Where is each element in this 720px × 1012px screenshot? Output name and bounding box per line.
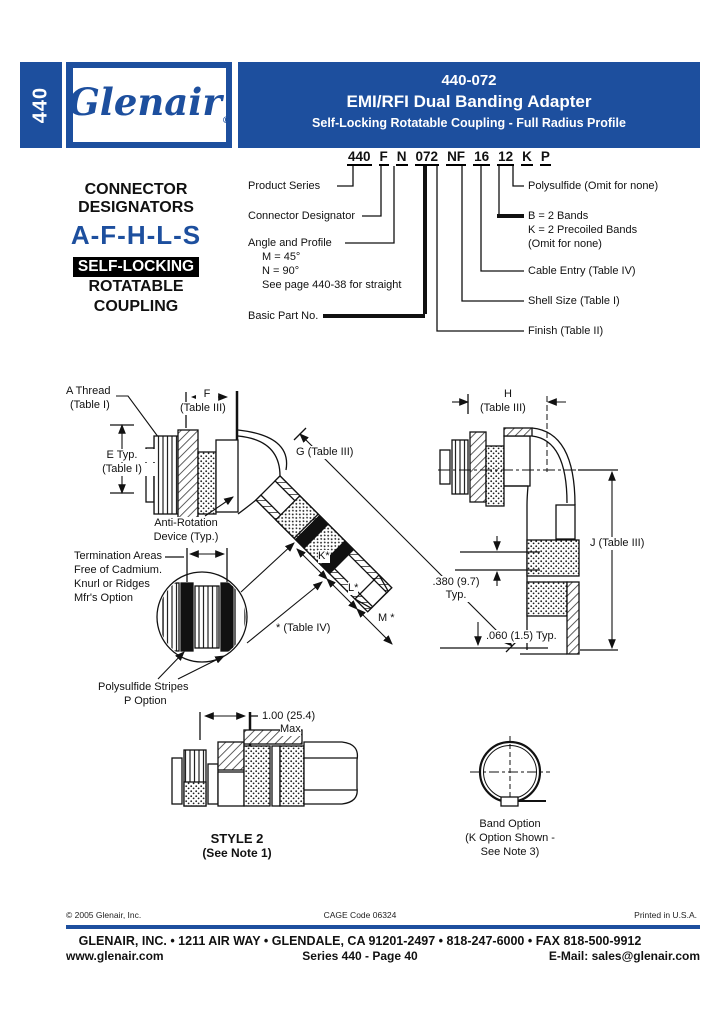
footer-website: www.glenair.com [66, 949, 164, 963]
code-seg-entry: 12 [497, 149, 515, 166]
label-connector-designator: Connector Designator [248, 210, 356, 223]
glenair-logo: Glenair® [66, 62, 232, 148]
label-bands-omit: (Omit for none) [528, 238, 602, 251]
code-seg-band: K [521, 149, 533, 166]
code-seg-finish: NF [446, 149, 467, 166]
designator-letters: A-F-H-L-S [70, 220, 202, 250]
part-number-title: 440-072 [441, 72, 497, 89]
label-termination-1: Termination Areas [74, 550, 163, 563]
label-style2-max: Max [280, 723, 301, 736]
page-subtitle: Self-Locking Rotatable Coupling - Full R… [312, 116, 626, 130]
label-dim-m: M * [378, 612, 395, 625]
label-poly-stripes-2: P Option [124, 695, 167, 708]
label-a-thread: A Thread [66, 385, 111, 398]
label-dim-380-typ: Typ. [424, 589, 488, 602]
label-a-thread-table: (Table I) [70, 399, 110, 412]
code-seg-basic: 072 [414, 149, 440, 166]
label-termination-4: Mfr's Option [74, 592, 133, 605]
label-dim-380: .380 (9.7) [424, 576, 488, 589]
code-seg-angle: N [395, 149, 408, 166]
self-locking-badge: SELF-LOCKING [72, 257, 200, 277]
page-title: EMI/RFI Dual Banding Adapter [346, 92, 592, 111]
title-banner: 440-072 EMI/RFI Dual Banding Adapter Sel… [238, 62, 700, 148]
footer-email: E-Mail: sales@glenair.com [548, 949, 700, 963]
label-cable-entry: Cable Entry (Table IV) [528, 265, 636, 278]
label-anti-rotation-2: Device (Typ.) [136, 531, 236, 544]
label-dim-h-table: (Table III) [480, 402, 526, 415]
glenair-logo-script: Glenair® [68, 80, 231, 126]
designators-heading-1: CONNECTOR [84, 181, 188, 198]
code-seg-series: 440 [347, 149, 372, 166]
footer-rule [66, 925, 700, 929]
label-dim-e: E Typ. [88, 449, 156, 462]
label-dim-g: G (Table III) [296, 446, 354, 459]
label-dim-060: .060 (1.5) Typ. [486, 630, 557, 643]
registered-mark: ® [221, 116, 231, 126]
label-style2-caption: STYLE 2 [197, 832, 277, 845]
footer-cage-code: CAGE Code 06324 [323, 910, 397, 920]
label-dim-f: F [196, 388, 218, 401]
label-basic-part: Basic Part No. [248, 310, 319, 323]
part-number-code: 440 F N 072 NF 16 12 K P [347, 149, 551, 166]
label-style2-note: (See Note 1) [190, 847, 284, 860]
label-band-option-1: Band Option [460, 818, 560, 831]
label-angle-profile: Angle and Profile [248, 237, 332, 250]
label-dim-l: L* [348, 582, 359, 595]
label-termination-2: Free of Cadmium. [74, 564, 163, 577]
label-angle-note: See page 440-38 for straight [262, 279, 402, 292]
label-band-option-3: See Note 3) [468, 846, 552, 859]
footer-address: GLENAIR, INC. • 1211 AIR WAY • GLENDALE,… [78, 934, 642, 948]
label-polysulfide: Polysulfide (Omit for none) [528, 180, 659, 193]
glenair-logo-inner: Glenair® [68, 68, 231, 142]
rotatable-line-2: COUPLING [93, 298, 179, 315]
label-finish: Finish (Table II) [528, 325, 604, 338]
connector-designators-block: CONNECTOR DESIGNATORS A-F-H-L-S SELF-LOC… [30, 181, 242, 317]
label-shell-size: Shell Size (Table I) [528, 295, 620, 308]
code-seg-shell: 16 [473, 149, 491, 166]
designators-heading-2: DESIGNATORS [78, 199, 194, 216]
footer-series-page: Series 440 - Page 40 [302, 949, 418, 963]
label-anti-rotation-1: Anti-Rotation [136, 517, 236, 530]
label-product-series: Product Series [248, 180, 321, 193]
label-bands-k: K = 2 Precoiled Bands [528, 224, 638, 237]
label-angle-n: N = 90° [262, 265, 300, 278]
label-dim-h: H [498, 388, 518, 401]
label-dim-e-table: (Table I) [88, 463, 156, 476]
series-tab: 440 [20, 62, 62, 148]
label-bands-b: B = 2 Bands [528, 210, 589, 223]
label-angle-m: M = 45° [262, 251, 301, 264]
label-band-option-2: (K Option Shown - [454, 832, 566, 845]
label-dim-k: K* [318, 550, 330, 563]
rotatable-line-1: ROTATABLE [88, 278, 184, 295]
label-dim-f-table: (Table III) [180, 402, 226, 415]
label-dim-j: J (Table III) [590, 537, 645, 550]
footer-copyright: © 2005 Glenair, Inc. [66, 910, 142, 920]
code-seg-poly: P [539, 149, 551, 166]
label-style2-dim: 1.00 (25.4) [262, 710, 316, 723]
label-poly-stripes-1: Polysulfide Stripes [98, 681, 189, 694]
code-seg-designator: F [378, 149, 389, 166]
footer-printed: Printed in U.S.A. [634, 910, 697, 920]
label-asterisk-table: * (Table IV) [276, 622, 331, 635]
label-termination-3: Knurl or Ridges [74, 578, 150, 591]
